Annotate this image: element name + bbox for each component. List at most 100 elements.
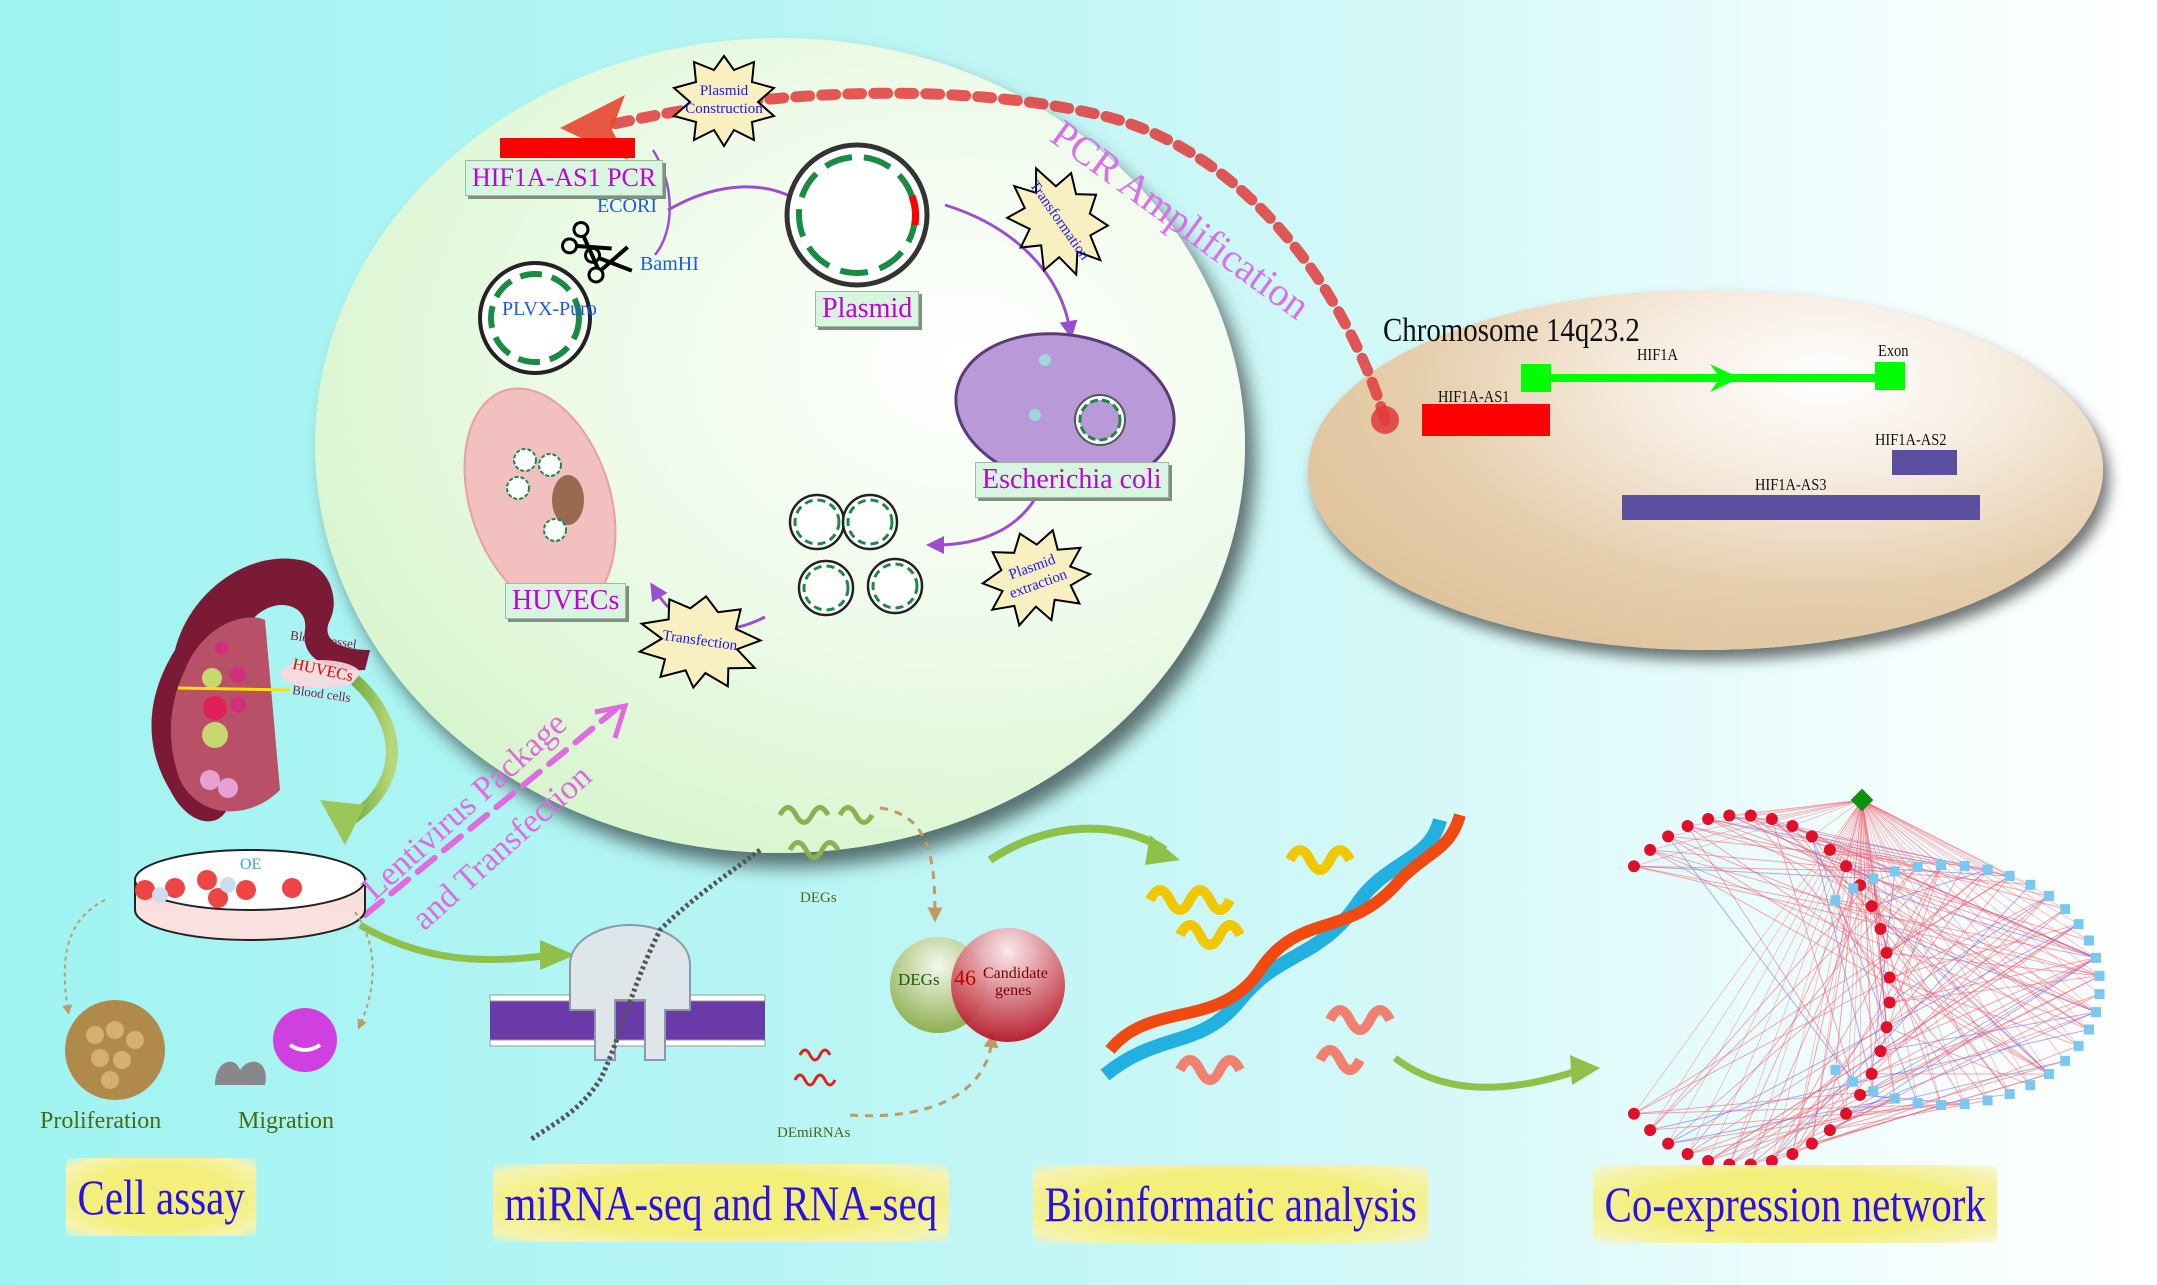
network-mirna-node (1786, 820, 1799, 833)
network-edge (1771, 818, 1854, 889)
network-hub-edge (1687, 799, 1863, 827)
network-edge (1707, 957, 2097, 1162)
network-edge (1707, 1098, 1896, 1162)
network-mirna-node (1723, 809, 1736, 822)
blood-vessel-icon (151, 558, 370, 822)
network-gene-node (2073, 919, 2084, 930)
network-hub-edge (1861, 799, 2079, 925)
network-gene-node (2043, 1069, 2054, 1080)
network-hub-edge (1861, 799, 1896, 1099)
hif1a-exon-right-icon (1875, 362, 1905, 390)
degs-to-venn-arrow (879, 806, 943, 923)
network-gene-node (2060, 904, 2071, 915)
network-gene-node (2060, 1055, 2071, 1066)
network-edge (1649, 849, 2100, 977)
network-gene-node (1848, 883, 1859, 894)
hif1a-exon-left-icon (1521, 364, 1551, 392)
network-edge (1880, 928, 1942, 1106)
network-hub-edge (1861, 799, 2066, 910)
hif1a-label: HIF1A (1637, 345, 1678, 364)
hif1a-as3-label: HIF1A-AS3 (1755, 475, 1827, 494)
network-hub-edge (1861, 799, 2011, 1095)
venn-candidate-label-line1: Candidate (983, 965, 1048, 982)
membrane-pore-icon (489, 847, 766, 1143)
network-mirna-node (1883, 971, 1896, 984)
network-edge (1859, 957, 2097, 1096)
network-edge (1633, 875, 2010, 1115)
network-hub-edge (1845, 799, 1863, 867)
network-hub-edge (1861, 799, 2097, 959)
network-mirna-node (1644, 843, 1657, 856)
network-edge (1750, 908, 2066, 1165)
network-hub-edge (1707, 799, 1863, 1162)
network-hub-edge (1852, 799, 1863, 1082)
network-gene-node (2083, 1024, 2094, 1035)
network-gene-node (1868, 1086, 1879, 1097)
network-hub-edge (1650, 799, 1863, 851)
arrow-dish-to-seq (358, 921, 551, 964)
network-gene-node (2025, 1080, 2036, 1091)
arrow-venn-to-protein (987, 824, 1168, 864)
network-mirna-node (1883, 996, 1896, 1009)
network-gene-node (1982, 864, 1993, 875)
arrow-plasmid-to-ecoli (944, 203, 1078, 339)
network-gene-node (1982, 1095, 1993, 1106)
network-edge (1708, 818, 1918, 868)
network-hub-edge (1859, 799, 1863, 886)
hif1a-line-icon (1551, 374, 1881, 382)
network-hub-edge (1668, 799, 1863, 837)
huvecs-label: HUVECs (505, 583, 627, 619)
arrow-vessel-to-dish-head (320, 800, 365, 845)
network-hub-edge (1852, 799, 1863, 889)
network-gene-node (1936, 860, 1947, 871)
network-hub-edge (1728, 799, 1863, 1165)
network-edge (1771, 884, 2031, 1162)
burst-plasmid-construction: Plasmid Construction (671, 54, 777, 148)
network-edge (1707, 923, 2079, 1162)
burst-plasmid-construction-line2: Construction (685, 101, 763, 117)
network-hub-edge (1861, 799, 1874, 1092)
network-edge (1792, 825, 2097, 959)
network-edge (1792, 825, 2010, 877)
network-mirna-node (1627, 1107, 1640, 1120)
network-mirna-node (1765, 1155, 1778, 1168)
network-edge (1811, 836, 1874, 1092)
network-gene-node (1936, 1099, 1947, 1110)
network-hub-edge (1861, 799, 1989, 1101)
network-edge (1771, 864, 1942, 1162)
network-hub-edge (1861, 799, 1887, 1028)
network-edge (1771, 818, 1854, 1082)
hif1a-as1-label: HIF1A-AS1 (1438, 387, 1510, 406)
network-mirna-node (1702, 812, 1715, 825)
network-hub-edge (1861, 799, 1896, 872)
network-gene-node (1889, 1093, 1900, 1104)
lentivirus-arrow-head-icon (594, 702, 629, 739)
arrow-ecoli-to-plasmids (926, 489, 1042, 554)
network-mirna-node (1702, 1155, 1715, 1168)
ecoli-icon (954, 332, 1176, 488)
network-hub-edge (1750, 799, 1863, 816)
extracted-plasmids-icon (788, 493, 924, 617)
degs-squiggle-icon (777, 805, 875, 860)
section-title-sequencing: miRNA-seq and RNA-seq (493, 1164, 949, 1242)
network-mirna-node (1805, 830, 1818, 843)
network-gene-node (2004, 1089, 2015, 1100)
network-edge (1811, 888, 1854, 1144)
network-mirna-node (1681, 820, 1694, 833)
network-mirna-node (1805, 1137, 1818, 1150)
arrow-venn-to-protein-head (1145, 835, 1180, 865)
network-edge (1750, 1104, 1942, 1166)
network-edge (1811, 835, 2010, 877)
network-mirna-node (1644, 1124, 1657, 1137)
network-edge (1889, 895, 2050, 1003)
network-hub-edge (1649, 799, 1863, 1131)
network-hub-edge (1633, 799, 1863, 1114)
network-edge (1687, 866, 1919, 1155)
network-gene-node (2043, 890, 2054, 901)
plasmid-icon (784, 142, 930, 288)
hif1a-as3-bar-icon (1622, 495, 1980, 520)
network-edge (1668, 1093, 2010, 1145)
network-hub-edge (1861, 799, 2050, 897)
network-hub-edge (1861, 799, 1873, 1074)
network-edge (1649, 1029, 2090, 1131)
